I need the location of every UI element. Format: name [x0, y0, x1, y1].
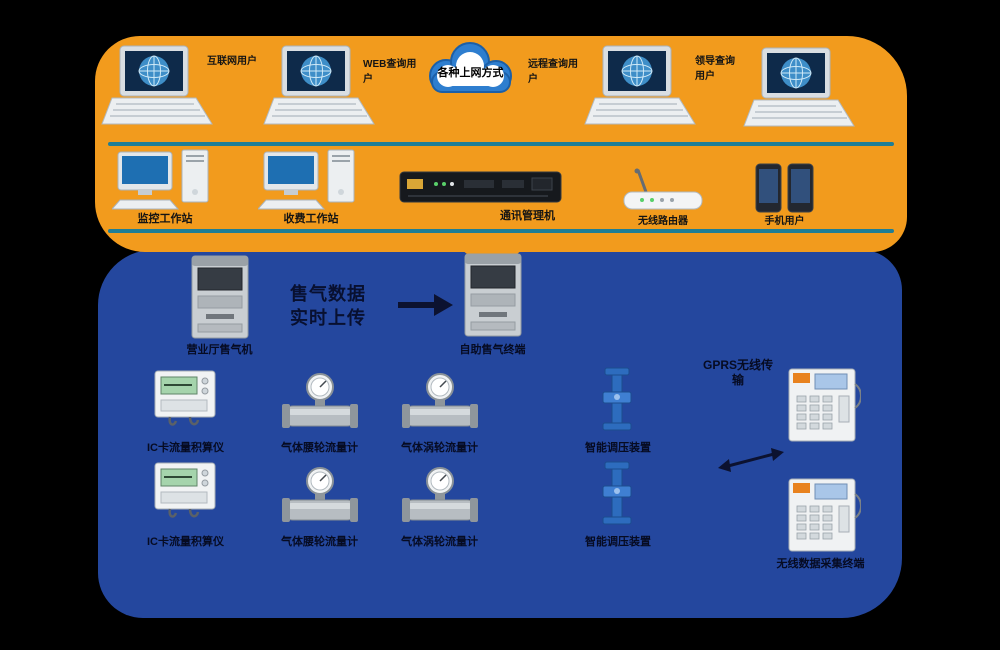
kiosk-label: 自助售气终端: [459, 344, 526, 356]
workstation-label: 收费工作站: [283, 213, 339, 225]
flow-meter-icon: [280, 466, 360, 524]
transfer-text: 售气数据 实时上传: [262, 282, 394, 331]
flow-computer-icon: [150, 460, 220, 520]
server-icon: [398, 166, 563, 208]
laptop-icon: [262, 44, 377, 132]
wireless-terminal-icon: [783, 366, 861, 444]
laptop-icon: [742, 46, 857, 134]
workstation-icon: [258, 148, 363, 212]
device-label: IC卡流量积算仪: [147, 442, 224, 454]
flow-meter-icon: [400, 372, 480, 430]
internet-cloud-icon: [418, 40, 523, 102]
device-label: IC卡流量积算仪: [147, 536, 224, 548]
terminal-label: 无线数据采集终端: [776, 558, 865, 570]
device-label: 智能调压装置: [585, 536, 651, 548]
server-label: 通讯管理机: [500, 210, 555, 222]
flow-meter-icon: [400, 466, 480, 524]
mobile-phones-icon: [752, 162, 817, 214]
flow-meter-icon: [280, 372, 360, 430]
cloud-label: 各种上网方式: [437, 67, 504, 79]
device-label: 气体腰轮流量计: [281, 536, 358, 548]
router-label: 无线路由器: [638, 216, 688, 227]
device-label: 气体涡轮流量计: [401, 442, 478, 454]
wireless-router-icon: [618, 168, 708, 216]
workstation-icon: [112, 148, 217, 212]
right-arrow-icon: [398, 292, 453, 318]
vending-kiosk-icon: [182, 254, 257, 342]
laptop-label: 互联网用户: [207, 56, 257, 67]
pressure-regulator-icon: [596, 366, 638, 432]
network-divider-bottom: [108, 229, 894, 233]
laptop-icon: [100, 44, 215, 132]
device-label: 智能调压装置: [585, 442, 651, 454]
wireless-terminal-icon: [783, 476, 861, 554]
device-label: 气体涡轮流量计: [401, 536, 478, 548]
laptop-label: 领导查询用户: [695, 56, 735, 82]
vending-kiosk-icon: [455, 252, 530, 340]
flow-computer-icon: [150, 368, 220, 428]
laptop-label: WEB查询用户: [363, 59, 417, 85]
transfer-line: 实时上传: [290, 308, 366, 329]
phones-label: 手机用户: [764, 216, 805, 227]
pressure-regulator-icon: [596, 460, 638, 526]
laptop-label: 远程查询用户: [528, 59, 578, 85]
laptop-icon: [583, 44, 698, 132]
double-arrow-icon: [716, 446, 786, 474]
device-label: 气体腰轮流量计: [281, 442, 358, 454]
network-divider-top: [108, 142, 894, 146]
gprs-label: GPRS无线传输: [702, 358, 773, 387]
workstation-label: 监控工作站: [137, 213, 193, 225]
kiosk-label: 营业厅售气机: [186, 344, 253, 356]
transfer-line: 售气数据: [290, 284, 366, 304]
